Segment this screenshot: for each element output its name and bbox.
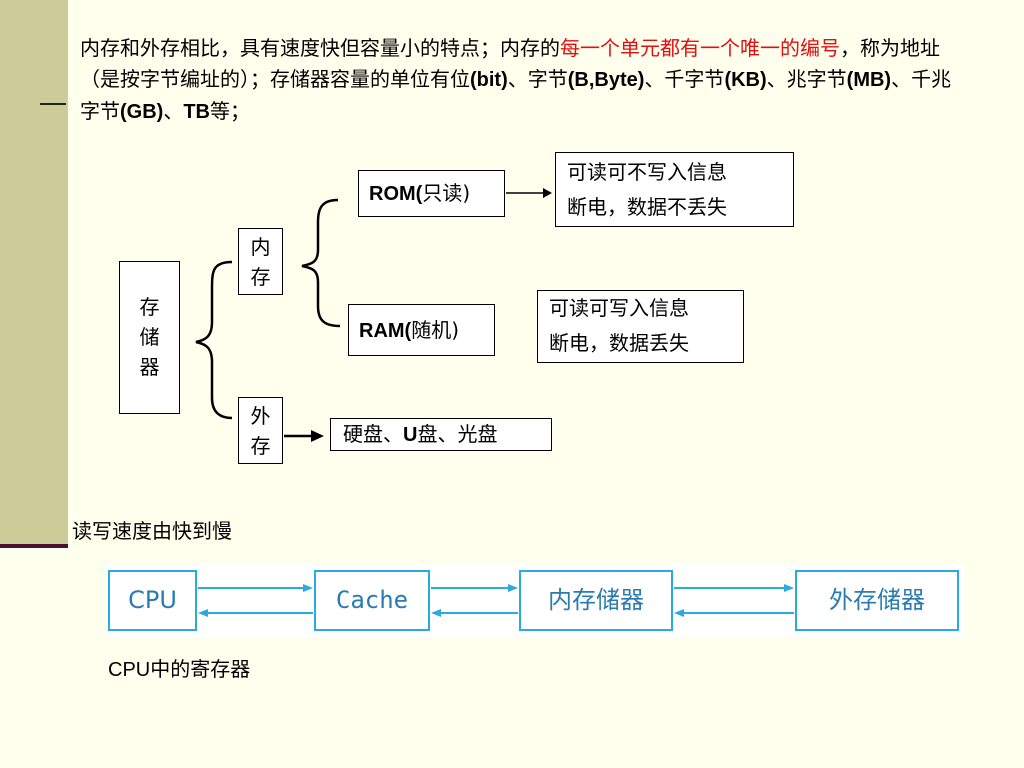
brace-internal bbox=[301, 198, 341, 328]
registers-label: CPU中的寄存器 bbox=[108, 653, 250, 682]
memory-char-2: 储 bbox=[139, 325, 160, 349]
unit-tb: TB bbox=[183, 101, 210, 123]
external-char-1: 外 bbox=[250, 404, 271, 428]
left-decorative-bar bbox=[0, 0, 68, 548]
intro-text-8: 等； bbox=[210, 99, 250, 123]
storage-text-2: 盘、光盘 bbox=[417, 422, 498, 446]
speed-label: 读写速度由快到慢 bbox=[72, 519, 232, 543]
unit-byte: (B,Byte) bbox=[567, 69, 645, 91]
ram-sublabel: 随机) bbox=[411, 318, 460, 342]
intro-text-4: 、千字节 bbox=[644, 67, 725, 91]
intro-text-1: 内存和外存相比，具有速度快但容量小的特点；内存的 bbox=[80, 36, 560, 60]
internal-memory-node: 内 存 bbox=[238, 228, 283, 295]
intro-text-3: 、字节 bbox=[507, 67, 568, 91]
rom-desc-line-2: 断电，数据不丢失 bbox=[567, 195, 727, 219]
unit-bit: (bit) bbox=[470, 69, 508, 91]
storage-u: U bbox=[403, 424, 418, 446]
flow-arrow-3-forward-head bbox=[784, 584, 794, 592]
flow-arrow-1-forward-head bbox=[303, 584, 313, 592]
arrow-external-head bbox=[311, 430, 324, 442]
ram-description: 可读可写入信息 断电，数据丢失 bbox=[537, 290, 744, 363]
unit-kb: (KB) bbox=[724, 69, 767, 91]
intro-paragraph: 内存和外存相比，具有速度快但容量小的特点；内存的每一个单元都有一个唯一的编号，称… bbox=[80, 33, 965, 128]
rom-node: ROM(只读) bbox=[358, 170, 505, 217]
bullet-dash bbox=[40, 103, 66, 105]
registers-cpu: CPU bbox=[108, 659, 151, 681]
flow-internal-memory: 内存储器 bbox=[519, 570, 673, 631]
rom-sublabel: 只读) bbox=[422, 181, 471, 205]
flow-arrow-2-forward-head bbox=[508, 584, 518, 592]
flow-external-memory: 外存储器 bbox=[795, 570, 959, 631]
ram-label: RAM( bbox=[359, 320, 412, 342]
ram-desc-line-2: 断电，数据丢失 bbox=[549, 331, 689, 355]
flow-arrow-3-back-head bbox=[674, 609, 684, 617]
unit-mb: (MB) bbox=[846, 69, 892, 91]
intro-text-7: 、 bbox=[163, 99, 184, 123]
ram-node: RAM(随机) bbox=[348, 304, 495, 356]
external-memory-node: 外 存 bbox=[238, 397, 283, 464]
external-storage-examples: 硬盘、U盘、光盘 bbox=[330, 418, 552, 451]
rom-description: 可读可不写入信息 断电，数据不丢失 bbox=[555, 152, 794, 227]
ram-desc-line-1: 可读可写入信息 bbox=[549, 296, 689, 320]
external-char-2: 存 bbox=[250, 434, 271, 458]
intro-text-6: 、千兆字节 bbox=[80, 67, 952, 123]
brace-memory bbox=[195, 260, 233, 420]
storage-text-1: 硬盘、 bbox=[343, 422, 403, 446]
flow-arrow-1-back-head bbox=[198, 609, 208, 617]
flow-cpu: CPU bbox=[108, 570, 197, 631]
flow-cache: Cache bbox=[314, 570, 430, 631]
rom-label: ROM( bbox=[369, 183, 423, 205]
arrow-rom-head bbox=[543, 188, 552, 198]
intro-highlight: 每一个单元都有一个唯一的编号 bbox=[560, 36, 840, 60]
registers-rest: 中的寄存器 bbox=[150, 657, 251, 681]
memory-char-3: 器 bbox=[139, 355, 160, 379]
internal-char-1: 内 bbox=[250, 235, 271, 259]
rom-desc-line-1: 可读可不写入信息 bbox=[567, 160, 727, 184]
memory-node: 存 储 器 bbox=[119, 261, 180, 414]
unit-gb: (GB) bbox=[120, 101, 164, 123]
intro-text-5: 、兆字节 bbox=[766, 67, 847, 91]
intro-text-2: ，称为地址 （是按字节编址的）；存储器容量的单位有位 bbox=[80, 36, 940, 91]
left-decorative-rule bbox=[0, 544, 68, 548]
memory-char-1: 存 bbox=[139, 295, 160, 319]
internal-char-2: 存 bbox=[250, 265, 271, 289]
flow-arrow-2-back-head bbox=[431, 609, 441, 617]
